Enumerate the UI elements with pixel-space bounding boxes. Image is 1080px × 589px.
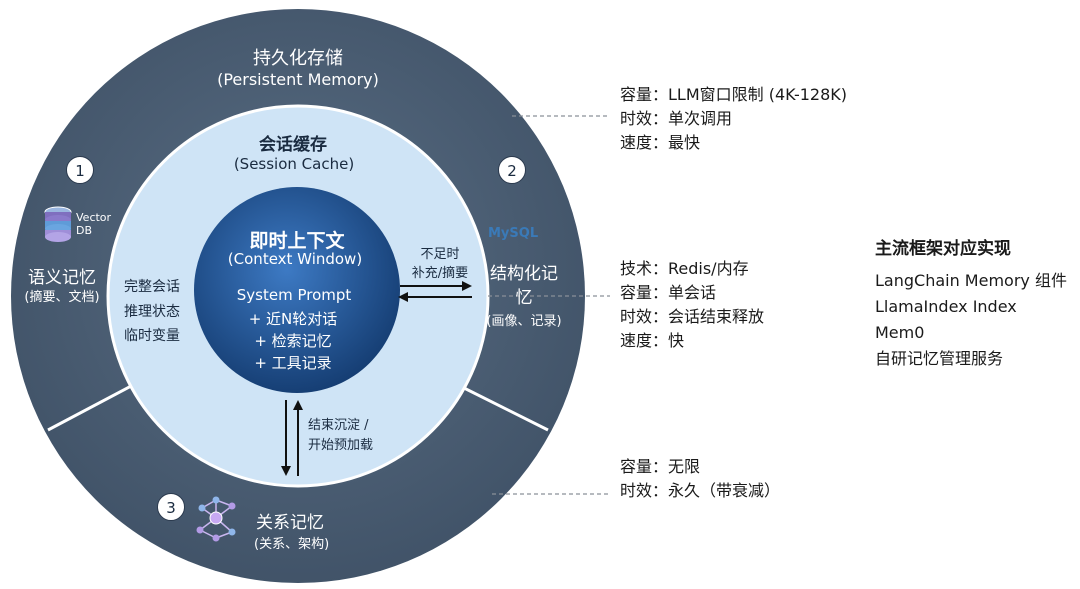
flow-down-label: 开始预加载 (308, 438, 374, 453)
segment-number-badge: 3 (157, 493, 185, 521)
relational-memory-subtitle: (关系、架构) (254, 537, 330, 552)
core-line: + 检索记忆 (254, 332, 332, 350)
outer-ring-subtitle: (Persistent Memory) (217, 70, 379, 89)
relational-memory-title: 关系记忆 (256, 513, 324, 533)
framework-item: Mem0 (875, 323, 925, 342)
core-line: + 工具记录 (254, 354, 332, 372)
arrow-down-head (281, 466, 291, 476)
arrow-right-head (462, 281, 472, 291)
database-icon (44, 206, 72, 242)
frameworks-title: 主流框架对应实现 (875, 239, 1011, 259)
core-subtitle: (Context Window) (227, 250, 363, 268)
session-item: 推理状态 (124, 304, 180, 320)
arrow-up-head (293, 400, 303, 410)
note-line: 容量：LLM窗口限制 (4K-128K) (620, 85, 848, 104)
flow-right-label: 补充/摘要 (411, 266, 469, 281)
note-line: 时效：永久（带衰减） (620, 481, 781, 500)
persistent-notes: 容量：无限 时效：永久（带衰减） (620, 455, 780, 503)
structured-memory-subtitle: (画像、记录) (486, 314, 562, 329)
note-line: 时效：单次调用 (620, 109, 733, 128)
core-line: + 近N轮对话 (248, 310, 338, 328)
context-notes: 容量：LLM窗口限制 (4K-128K) 时效：单次调用 速度：最快 (620, 83, 847, 155)
segment-number-badge: 1 (66, 156, 94, 184)
session-cache-title: 会话缓存 (259, 135, 327, 155)
note-line: 容量：单会话 (620, 283, 717, 302)
flow-right-label: 不足时 (420, 247, 460, 262)
core-circle (194, 187, 400, 393)
session-item: 临时变量 (124, 328, 180, 344)
session-cache-subtitle: (Session Cache) (233, 155, 355, 173)
mysql-logo: MySQL (488, 226, 539, 241)
session-item: 完整会话 (124, 279, 180, 295)
segment-divider (47, 382, 136, 432)
vector-db-label: Vector DB (76, 211, 112, 237)
session-notes: 技术：Redis/内存 容量：单会话 时效：会话结束释放 速度：快 (620, 257, 764, 353)
segment-divider (455, 382, 549, 432)
note-line: 技术：Redis/内存 (620, 259, 749, 278)
arrow-left-head (398, 292, 408, 302)
framework-item: 自研记忆管理服务 (875, 349, 1004, 368)
framework-item: LangChain Memory 组件 (875, 271, 1067, 290)
note-line: 速度：快 (620, 331, 685, 350)
outer-ring-title: 持久化存储 (253, 48, 343, 69)
core-line: System Prompt (236, 286, 352, 304)
note-line: 容量：无限 (620, 457, 701, 476)
semantic-memory-title: 语义记忆 (28, 268, 96, 288)
flow-down-label: 结束沉淀 / (308, 418, 369, 433)
note-line: 时效：会话结束释放 (620, 307, 765, 326)
core-title: 即时上下文 (249, 230, 345, 252)
frameworks-list: LangChain Memory 组件 LlamaIndex Index Mem… (875, 268, 1067, 372)
semantic-memory-subtitle: (摘要、文档) (24, 290, 100, 305)
framework-item: LlamaIndex Index (875, 297, 1017, 316)
graph-network-icon (196, 496, 236, 542)
segment-number-badge: 2 (498, 156, 526, 184)
structured-memory-title: 结构化记忆 (490, 264, 558, 308)
note-line: 速度：最快 (620, 133, 701, 152)
